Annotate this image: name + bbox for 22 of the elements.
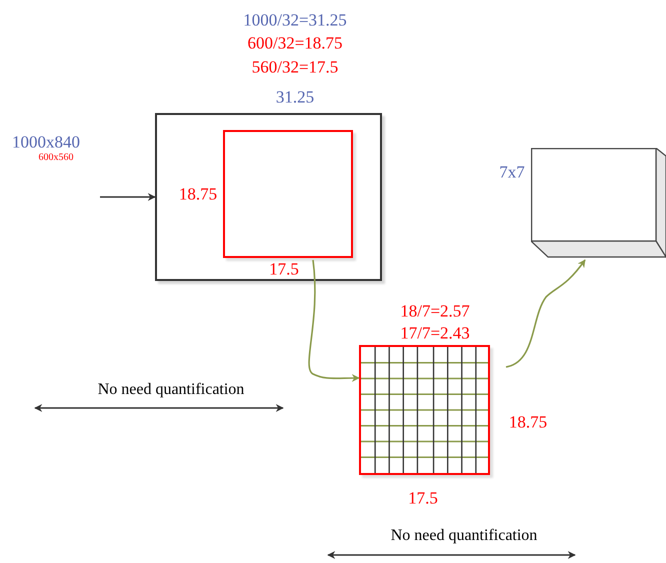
arrow xyxy=(506,259,586,368)
region-box xyxy=(223,130,353,258)
dimension-label: 18.75 xyxy=(178,186,218,202)
dimension-label: 17/7=2.43 xyxy=(400,324,470,342)
dimension-label: 17.5 xyxy=(269,260,299,278)
note: No need quantification xyxy=(98,382,244,398)
dimension-label: 7x7 xyxy=(499,164,525,180)
formula: 600/32=18.75 xyxy=(247,34,343,52)
dimension-label: 17.5 xyxy=(408,490,438,506)
grid-box xyxy=(359,345,490,475)
dimension-label: 18.75 xyxy=(508,414,548,430)
feature-map-box xyxy=(155,113,382,281)
size-label: 600x560 xyxy=(38,153,74,163)
formula: 560/32=17.5 xyxy=(252,58,338,76)
arrow xyxy=(308,260,360,382)
arrow xyxy=(100,193,156,201)
formula: 1000/32=31.25 xyxy=(243,12,347,28)
note: No need quantification xyxy=(390,528,538,544)
dimension-label: 31.25 xyxy=(276,88,314,106)
size-label: 1000x840 xyxy=(12,134,80,150)
cube-drawing xyxy=(531,148,666,258)
dimension-label: 18/7=2.57 xyxy=(400,302,470,320)
